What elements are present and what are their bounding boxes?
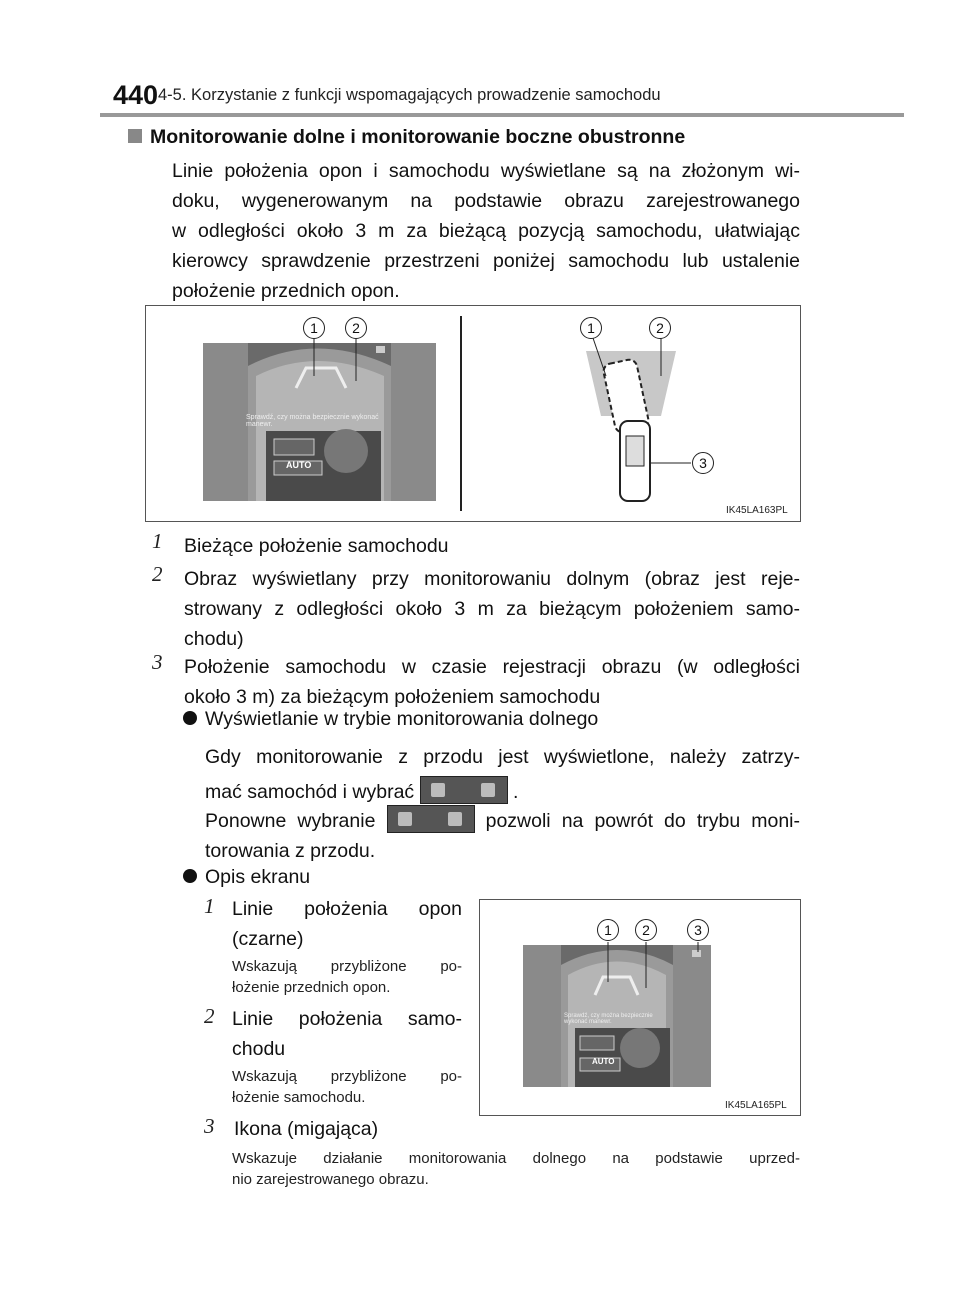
header-rule	[100, 113, 904, 117]
figure-id: IK45LA165PL	[725, 1100, 787, 1111]
subsection-2-title: Opis ekranu	[183, 862, 310, 892]
intro-line: położenie przednich opon.	[172, 280, 400, 302]
subsection-1-paragraph-2: Ponowne wybranie pozwoli na powrót do tr…	[205, 805, 800, 866]
item-number: 3	[204, 1114, 215, 1138]
screen-item-1-desc: Wskazują przybliżone po- łożenie przedni…	[232, 958, 462, 996]
blinking-icon	[376, 346, 385, 353]
item-number: 1	[204, 894, 215, 918]
screen-item-1-title: Linie położenia opon (czarne)	[232, 898, 462, 950]
figure-2: Sprawdź, czy można bezpiecznie wykonać m…	[479, 899, 801, 1116]
callout-2: 2	[635, 919, 657, 941]
figure-1-illustration	[203, 316, 691, 511]
auto-button	[273, 460, 323, 476]
screen-item-3-desc: Wskazuje działanie monitorowania dolnego…	[232, 1150, 800, 1188]
section-title: 4-5. Korzystanie z funkcji wspomagającyc…	[158, 86, 661, 104]
auto-button	[579, 1057, 621, 1072]
side-view-left	[523, 945, 561, 1087]
intro-line: kierowcy sprawdzenie przestrzeni poniżej…	[172, 250, 800, 272]
legend-number: 1	[152, 529, 163, 553]
legend-item-3: Położenie samochodu w czasie rejestracji…	[184, 656, 800, 708]
callout-3: 3	[687, 919, 709, 941]
item-number: 2	[204, 1004, 215, 1028]
intro-paragraph: Linie położenia opon i samochodu wyświet…	[172, 156, 800, 306]
callout-2: 2	[649, 317, 671, 339]
intro-line: Linie położenia opon i samochodu wyświet…	[172, 160, 800, 182]
figure-2-illustration	[523, 942, 711, 1087]
underfloor-view-button	[579, 1035, 615, 1051]
callout-1: 1	[303, 317, 325, 339]
blinking-icon	[692, 950, 701, 957]
side-view-right	[673, 945, 711, 1087]
auto-label: AUTO	[286, 460, 312, 470]
callout-1: 1	[580, 317, 602, 339]
callout-2: 2	[345, 317, 367, 339]
legend-item-2: Obraz wyświetlany przy monitorowaniu dol…	[184, 568, 800, 650]
legend-item-1: Bieżące położenie samochodu	[184, 535, 449, 557]
gauge-icon	[620, 1028, 660, 1068]
screen-message: Sprawdź, czy można bezpiecznie wykonać m…	[246, 414, 379, 428]
intro-line: doku, wygenerowanym na podstawie obrazu …	[172, 190, 800, 212]
page-number: 440	[113, 80, 159, 110]
tire-position-lines	[593, 975, 640, 996]
underfloor-view-switch-button	[386, 805, 475, 833]
intro-line: w odległości około 3 m za bieżącą pozycj…	[172, 220, 800, 242]
figure-id: IK45LA163PL	[726, 505, 788, 516]
legend-number: 2	[152, 562, 163, 586]
underfloor-view-switch-button	[419, 776, 508, 804]
square-bullet-icon	[128, 129, 142, 143]
auto-label: AUTO	[592, 1057, 615, 1066]
bullet-icon	[183, 869, 197, 883]
gauge-icon	[324, 429, 368, 473]
subsection-1-title: Wyświetlanie w trybie monitorowania doln…	[183, 704, 598, 734]
side-view-right	[391, 343, 436, 501]
figure-1: Sprawdź, czy można bezpiecznie wykonać m…	[145, 305, 801, 522]
screen-item-3-title: Ikona (migająca)	[234, 1118, 379, 1140]
callout-1: 1	[597, 919, 619, 941]
heading-text: Monitorowanie dolne i monitorowanie bocz…	[150, 126, 686, 148]
subsection-1-paragraph-1: Gdy monitorowanie z przodu jest wyświetl…	[205, 746, 800, 804]
screen-item-2-desc: Wskazują przybliżone po- łożenie samocho…	[232, 1068, 462, 1106]
tire-position-lines	[294, 366, 348, 389]
callout-3: 3	[692, 452, 714, 474]
side-view-left	[203, 343, 248, 501]
heading: Monitorowanie dolne i monitorowanie bocz…	[128, 126, 685, 149]
legend-number: 3	[152, 650, 163, 674]
underfloor-view-button	[273, 438, 315, 456]
screen-item-2-title: Linie położenia samo- chodu	[232, 1008, 462, 1060]
bullet-icon	[183, 711, 197, 725]
screen-message: Sprawdź, czy można bezpiecznie wykonać m…	[564, 1013, 653, 1025]
